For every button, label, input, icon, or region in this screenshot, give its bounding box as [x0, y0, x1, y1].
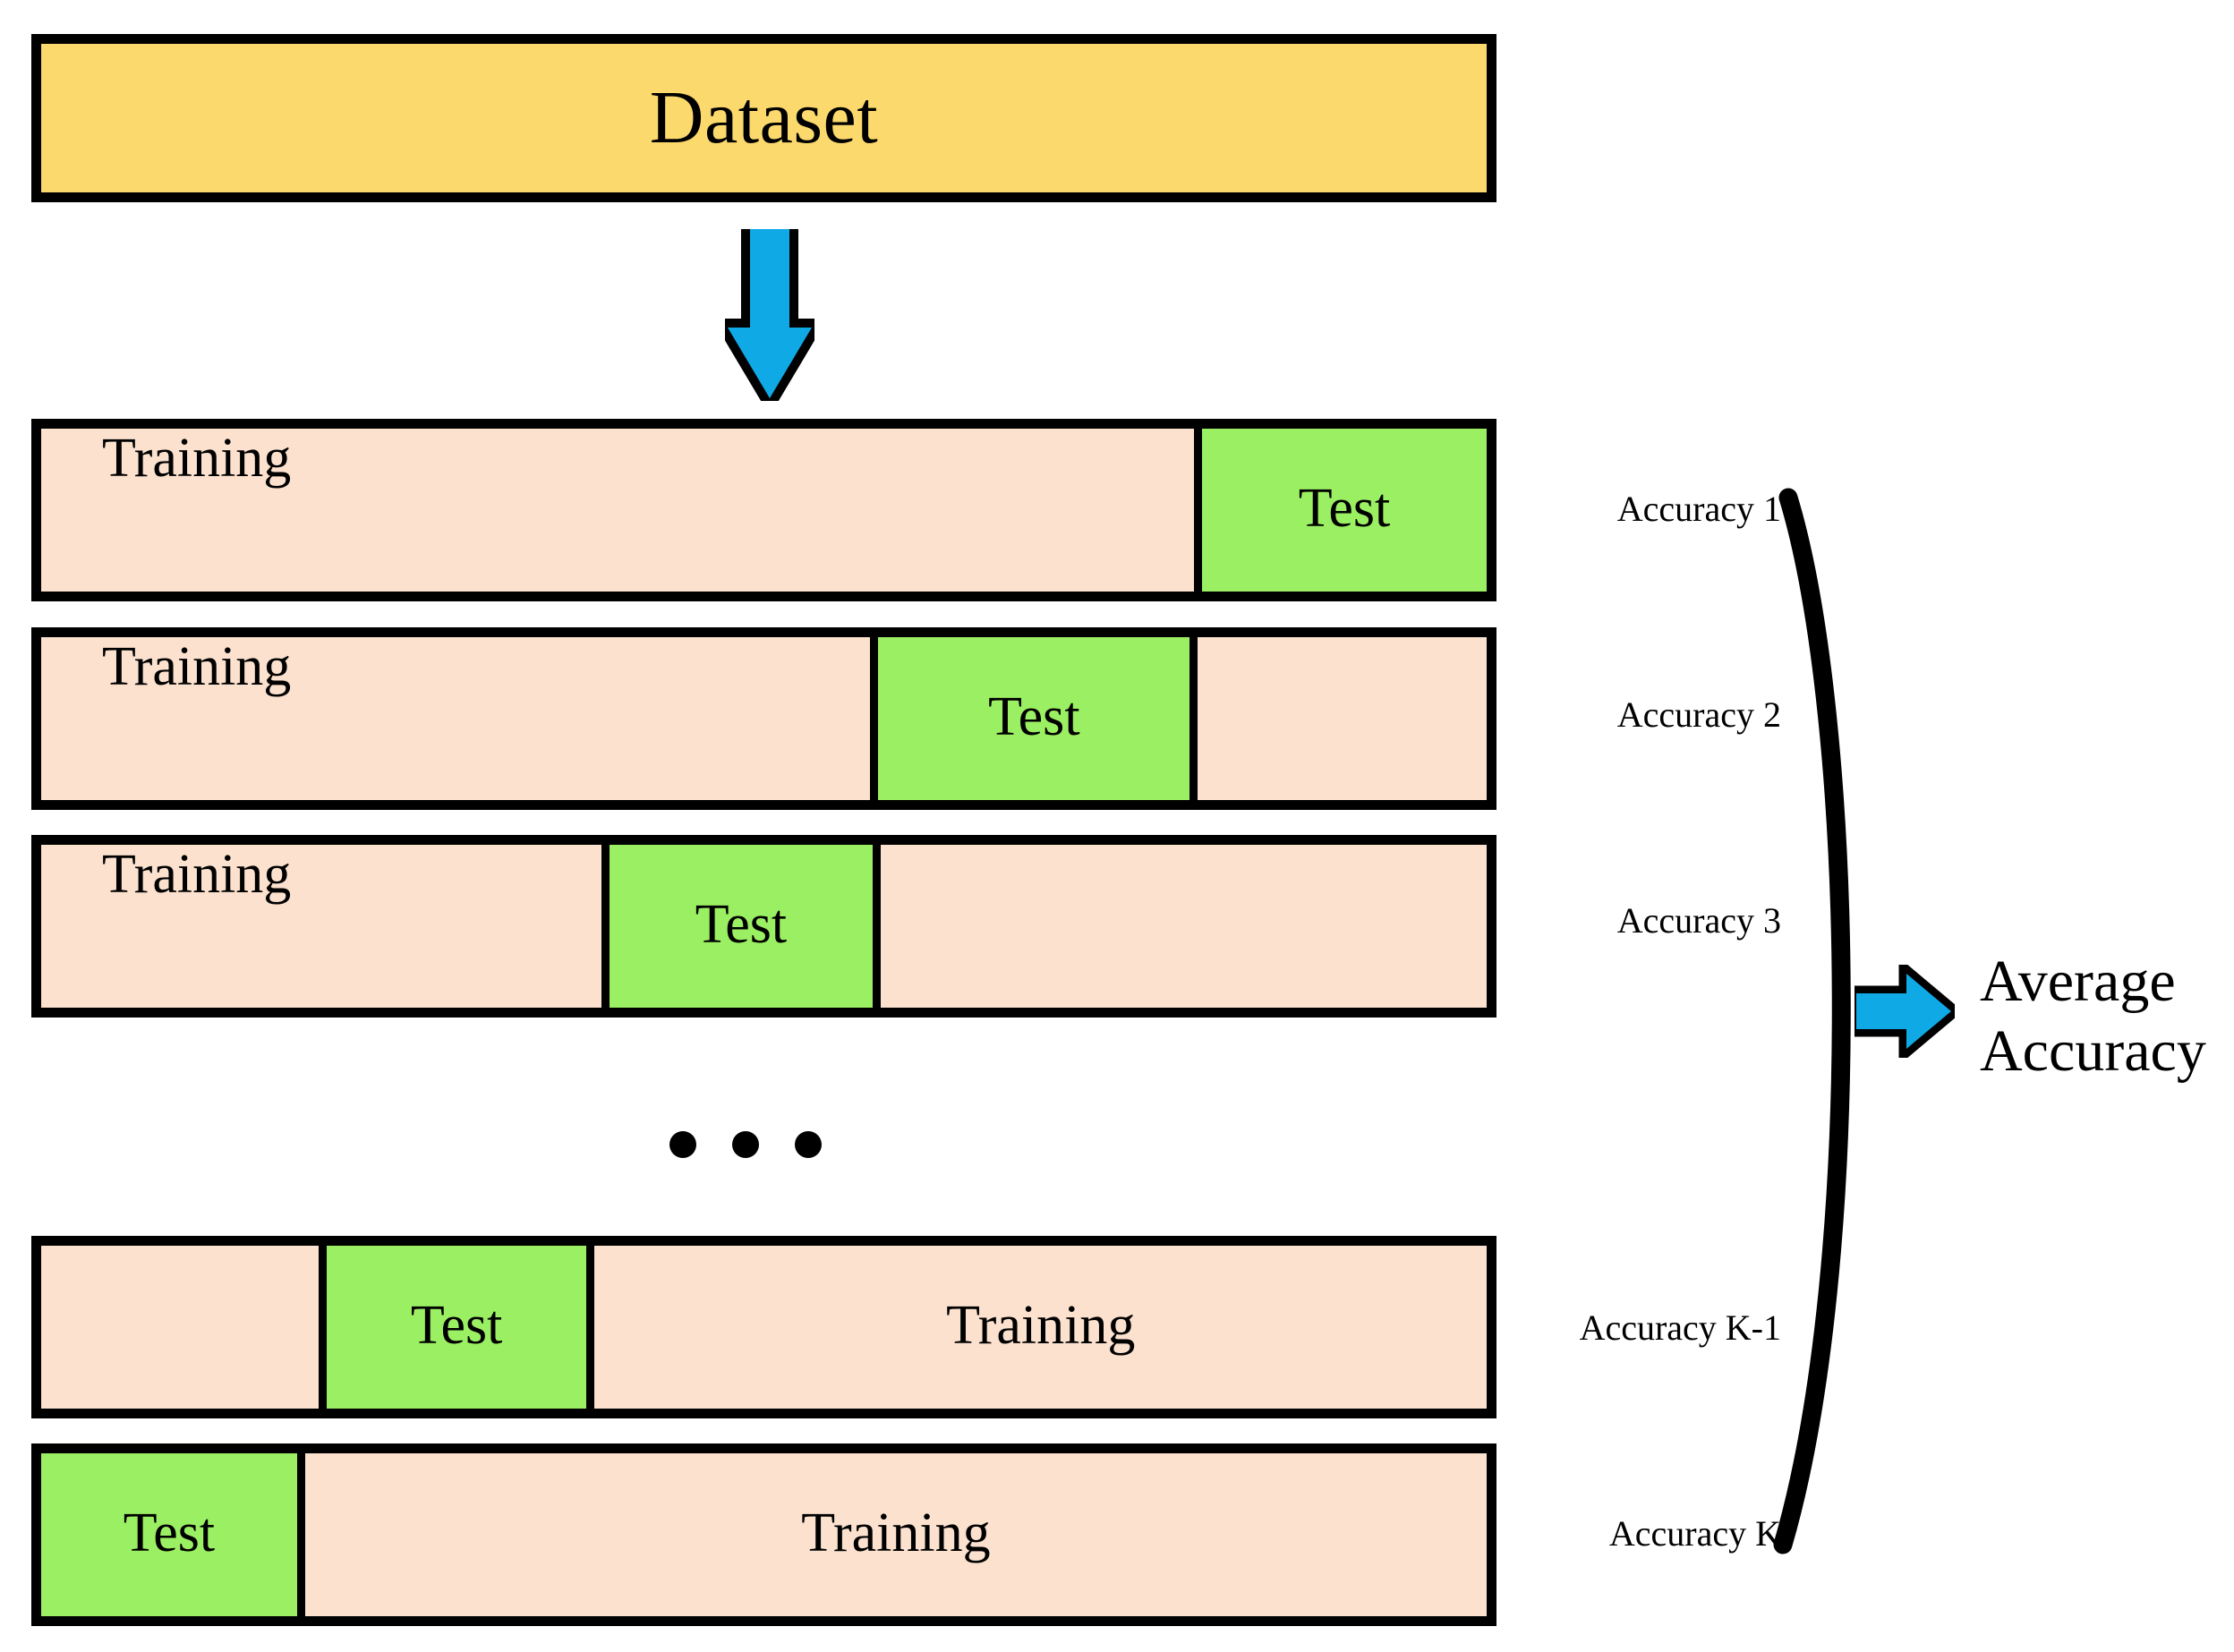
dot-icon — [669, 1131, 696, 1158]
accuracy-label-2: Accuracy 2 — [1616, 694, 1781, 735]
ellipsis-dots — [669, 1129, 822, 1160]
brace-icon — [1754, 474, 1897, 1566]
segment-test: Test — [326, 1246, 587, 1409]
segment-training: Training — [41, 845, 602, 1008]
dot-icon — [732, 1131, 759, 1158]
segment-training-blank — [1198, 637, 1487, 800]
segment-training: Training — [41, 637, 871, 800]
down-arrow-icon — [712, 220, 828, 416]
segment-test: Test — [610, 845, 873, 1008]
accuracy-label-k: Accuracy K — [1608, 1513, 1781, 1554]
average-accuracy-label: Average Accuracy — [1980, 947, 2234, 1086]
right-arrow-icon — [1848, 957, 1964, 1066]
segment-test: Test — [878, 637, 1190, 800]
segment-test: Test — [1202, 429, 1487, 592]
segment-training: Training — [41, 429, 1195, 592]
fold-row: Test Training — [31, 1443, 1496, 1626]
segment-training-blank — [880, 845, 1487, 1008]
segment-training: Training — [594, 1246, 1487, 1409]
accuracy-label-1: Accuracy 1 — [1616, 489, 1781, 529]
accuracy-label-k-minus-1: Accuracy K-1 — [1579, 1307, 1781, 1348]
accuracy-label-3: Accuracy 3 — [1616, 900, 1781, 941]
segment-training: Training — [304, 1453, 1487, 1616]
dataset-label: Dataset — [649, 76, 879, 159]
fold-row: Training Test — [31, 627, 1496, 810]
fold-row: Test Training — [31, 1236, 1496, 1418]
segment-training-blank — [41, 1246, 319, 1409]
average-accuracy-line-2: Accuracy — [1980, 1018, 2206, 1084]
segment-test: Test — [41, 1453, 297, 1616]
fold-row: Training Test — [31, 419, 1496, 601]
average-accuracy-line-1: Average — [1980, 949, 2176, 1014]
fold-row: Training Test — [31, 835, 1496, 1018]
dot-icon — [795, 1131, 822, 1158]
dataset-box: Dataset — [31, 34, 1496, 202]
